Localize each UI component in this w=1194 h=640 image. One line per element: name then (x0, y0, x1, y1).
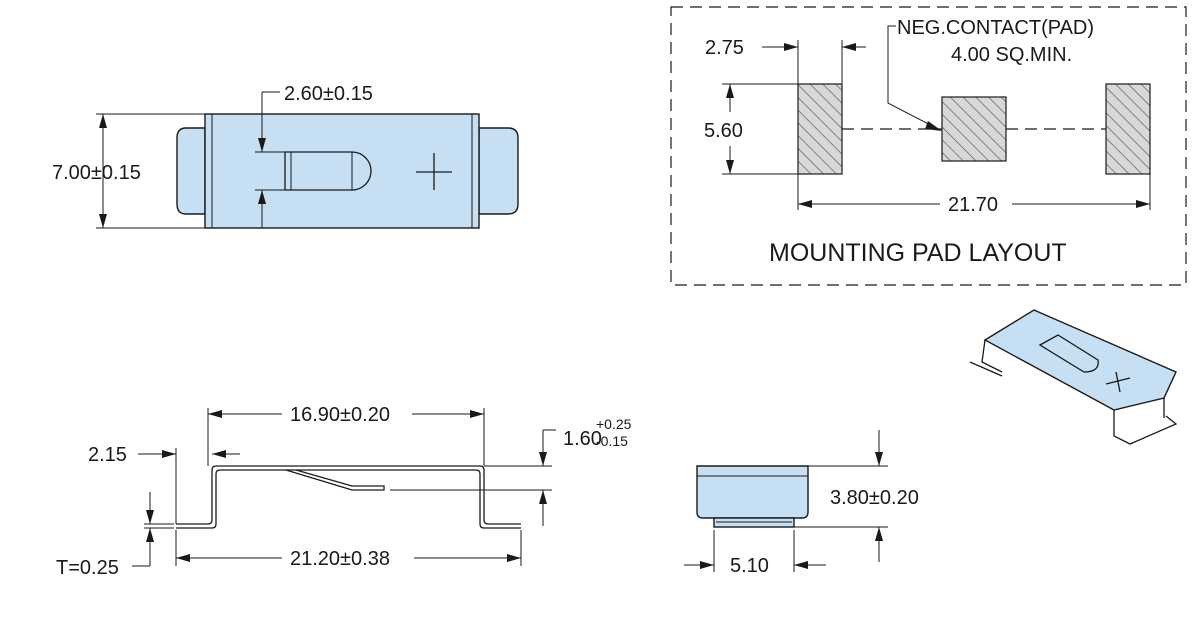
iso-slot (1038, 334, 1099, 373)
thickness-dimension: T=0.25 (56, 557, 119, 579)
span-dimension: 21.70 (948, 194, 998, 216)
foot-offset-dimension: 2.15 (88, 444, 127, 466)
isometric-view (969, 309, 1178, 445)
side-profile (176, 465, 521, 529)
end-width-dimension: 5.10 (730, 555, 769, 577)
height-dimension: 1.60 (563, 428, 602, 450)
contact-slot (284, 151, 372, 191)
plus-sign-icon (416, 153, 452, 190)
slot-dimension: 2.60±0.15 (284, 83, 373, 105)
contact-label-line2: 4.00 SQ.MIN. (951, 44, 1072, 66)
right-pad (1105, 83, 1151, 175)
end-profile (696, 465, 809, 519)
overall-length-dimension: 21.20±0.38 (290, 548, 390, 570)
top-view: 7.00±0.15 2.60±0.15 (52, 83, 519, 229)
right-tab (478, 127, 519, 215)
pad-layout-frame (670, 6, 1187, 286)
pad-width-dimension: 2.75 (705, 37, 744, 59)
iso-plus-icon (1105, 371, 1131, 393)
width-dimension: 7.00±0.15 (52, 162, 141, 184)
pad-height-dimension: 5.60 (704, 120, 743, 142)
holder-body-top (204, 113, 480, 229)
mounting-pad-layout: 2.75 5.60 21.70 NEG.CONTACT(PAD) 4.00 SQ… (670, 6, 1187, 286)
side-view: 16.90±0.20 2.15 T=0.25 21.20±0.38 1 (56, 404, 632, 579)
left-pad (797, 83, 843, 175)
top-length-dimension: 16.90±0.20 (290, 404, 390, 426)
height-tol-minus: -0.15 (596, 433, 628, 449)
height-tol-plus: +0.25 (596, 416, 632, 432)
center-pad (941, 96, 1007, 162)
left-tab (176, 127, 206, 215)
contact-label-line1: NEG.CONTACT(PAD) (897, 17, 1094, 39)
pad-layout-title: MOUNTING PAD LAYOUT (769, 239, 1067, 267)
end-view: 3.80±0.20 5.10 (684, 430, 919, 577)
end-height-dimension: 3.80±0.20 (830, 487, 919, 509)
